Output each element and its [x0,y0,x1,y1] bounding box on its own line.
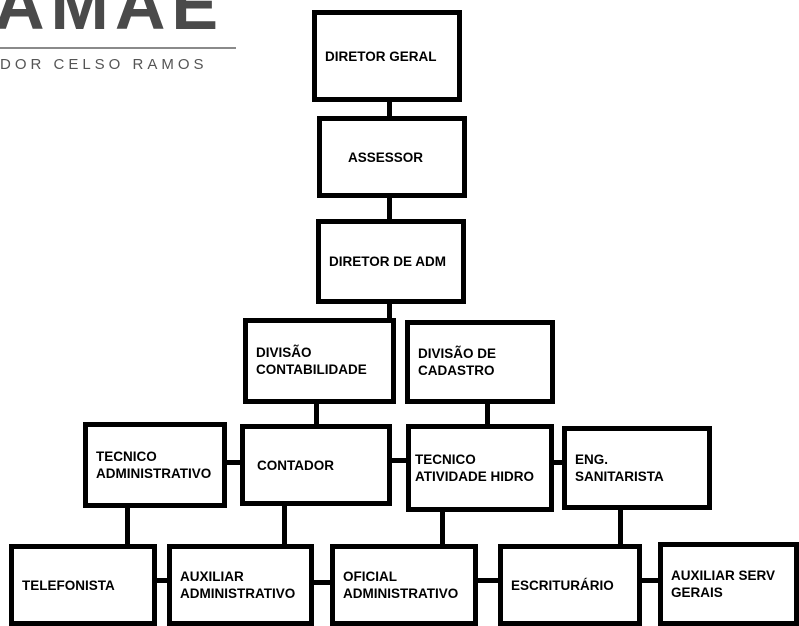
box-tecnico-atividade-hidro: TECNICO ATIVIDADE HIDRO [406,424,554,512]
logo-acronym: AMAE [0,0,225,44]
connector-tecnico-adm-telefonista [125,506,130,548]
box-diretor-adm: DIRETOR DE ADM [316,219,466,304]
connector-contabilidade-contador [314,402,319,426]
connector-tecnico-adm-contador [225,460,243,465]
label-diretor-adm: DIRETOR DE ADM [329,254,447,269]
box-divisao-contabilidade: DIVISÃO CONTABILIDADE [243,318,396,404]
connector-telefonista-auxiliar [155,578,169,583]
label-assessor: ASSESSOR [348,149,424,165]
box-eng-sanitarista: ENG. SANITARISTA [562,426,712,510]
connector-auxiliar-oficial [312,580,332,585]
box-tecnico-administrativo: TECNICO ADMINISTRATIVO [83,422,227,508]
box-auxiliar-administrativo: AUXILIAR ADMINISTRATIVO [167,544,314,626]
connector-oficial-escriturario [476,578,500,583]
connector-assessor-adm [387,196,392,220]
logo-rule [0,47,236,49]
box-oficial-administrativo: OFICIAL ADMINISTRATIVO [330,544,478,626]
box-divisao-cadastro: DIVISÃO DE CADASTRO [405,320,555,404]
box-escriturario: ESCRITURÁRIO [498,544,642,626]
box-contador: CONTADOR [240,424,392,506]
connector-cadastro-tecnico-hidro [485,402,490,426]
label-diretor-geral: DIRETOR GERAL [325,48,437,64]
connector-adm-divisoes [387,302,392,320]
connector-tecnico-hidro-eng [552,460,564,465]
box-telefonista: TELEFONISTA [9,544,157,626]
connector-eng-escriturario [618,508,623,546]
box-diretor-geral: DIRETOR GERAL [312,10,462,102]
connector-geral-assessor [387,100,392,120]
label-tecnico-administrativo: TECNICO ADMINISTRATIVO [96,449,212,481]
label-eng-sanitarista: ENG. SANITARISTA [575,452,664,484]
label-auxiliar-administrativo: AUXILIAR ADMINISTRATIVO [180,569,296,601]
connector-contador-auxiliar [282,504,287,546]
label-oficial-administrativo: OFICIAL ADMINISTRATIVO [343,569,459,601]
connector-contador-tecnico-hidro [390,458,408,463]
logo-subtitle: DOR CELSO RAMOS [0,56,208,73]
connector-escriturario-auxiliar-serv [640,578,660,583]
label-auxiliar-serv-gerais: AUXILIAR SERV GERAIS [671,568,776,600]
label-divisao-contabilidade: DIVISÃO CONTABILIDADE [256,345,367,377]
label-divisao-cadastro: DIVISÃO DE CADASTRO [418,346,497,378]
label-contador: CONTADOR [257,457,334,473]
label-escriturario: ESCRITURÁRIO [511,577,614,593]
connector-tecnico-hidro-oficial [440,510,445,546]
box-assessor: ASSESSOR [317,116,467,198]
label-telefonista: TELEFONISTA [22,577,115,593]
label-tecnico-atividade-hidro: TECNICO ATIVIDADE HIDRO [415,452,535,484]
box-auxiliar-serv-gerais: AUXILIAR SERV GERAIS [658,542,799,626]
